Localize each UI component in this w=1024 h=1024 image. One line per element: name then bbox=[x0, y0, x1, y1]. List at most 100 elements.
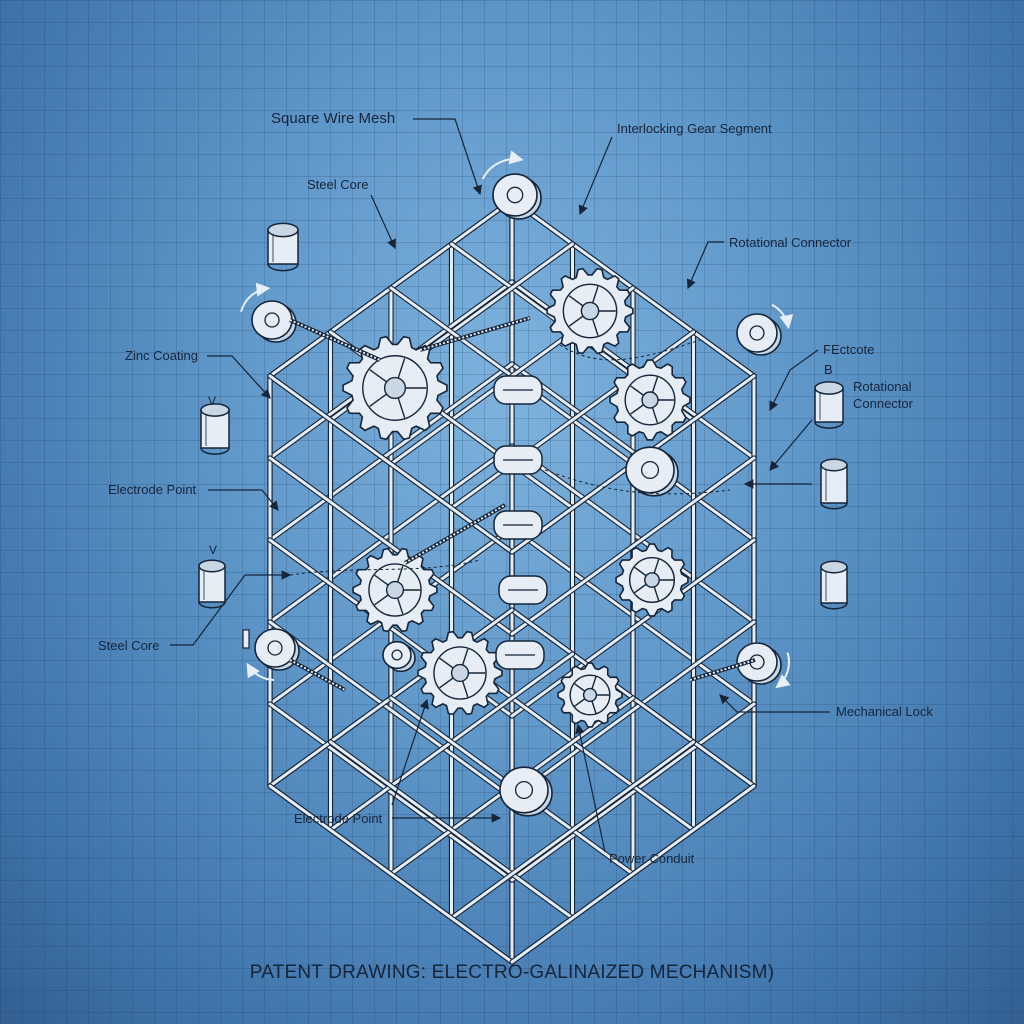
label-interlocking-gear-segment: Interlocking Gear Segment bbox=[617, 121, 772, 136]
label-electrode-point-bottom: Electrode Point bbox=[294, 811, 383, 826]
hub-right-upper-face bbox=[736, 313, 778, 353]
label-steel-core-bottom: Steel Core bbox=[98, 638, 160, 653]
gear-lower-left-hub bbox=[385, 580, 405, 600]
gear-lower-left-rim bbox=[368, 563, 422, 617]
cylinder-right-lower-top bbox=[820, 560, 848, 574]
cylinder-top-left-base bbox=[267, 263, 299, 272]
label-zinc-coating: Zinc Coating bbox=[125, 348, 198, 363]
back-horizontal-rod-fill bbox=[268, 362, 514, 542]
hub-bottom bbox=[499, 766, 553, 817]
gear-right-upper-rim bbox=[624, 374, 676, 426]
front-horizontal-rod-fill bbox=[510, 620, 756, 800]
leader-lines bbox=[170, 118, 830, 853]
leader-steel-core-top bbox=[370, 194, 396, 250]
rotation-arrow-left-upper bbox=[240, 282, 271, 313]
cylinder-left-middle-top bbox=[200, 403, 230, 417]
cylinder-right-upper-base bbox=[814, 421, 844, 429]
hub-right-upper bbox=[736, 313, 782, 356]
front-horizontal-rod-fill bbox=[268, 456, 514, 636]
hub-right-lower bbox=[736, 642, 782, 685]
gear-bottom-center bbox=[557, 662, 623, 728]
cylinder-right-middle-top bbox=[820, 458, 848, 472]
gear-right-upper bbox=[609, 359, 691, 441]
gear-upper-center bbox=[546, 267, 634, 355]
front-horizontal-rod-fill bbox=[268, 702, 514, 882]
leader-rotational-connector-top bbox=[686, 241, 724, 290]
dashed-wire bbox=[289, 559, 481, 576]
cylinder-right-middle bbox=[820, 458, 848, 510]
bottom-grid-rod-fill bbox=[329, 740, 574, 920]
rotation-arrow-right-upper bbox=[771, 303, 794, 330]
label-mechanical-lock: Mechanical Lock bbox=[836, 704, 933, 719]
gear-right-lower bbox=[615, 543, 689, 617]
small-pin-left bbox=[242, 629, 250, 649]
cylinder-top-left bbox=[267, 222, 299, 272]
cylinder-left-lower bbox=[198, 559, 226, 609]
label-fectcote: FEctcote bbox=[823, 342, 875, 357]
gear-right-lower-hub bbox=[644, 572, 660, 588]
cylinder-right-upper-top bbox=[814, 381, 844, 395]
label-steel-core-top: Steel Core bbox=[307, 177, 369, 192]
hub-right-mid-center bbox=[640, 460, 660, 480]
label-rotational-connector-top: Rotational Connector bbox=[729, 235, 852, 250]
gear-bottom-center-hub bbox=[582, 687, 598, 703]
leader-power-conduit bbox=[575, 723, 606, 853]
inner-mechanism bbox=[289, 316, 756, 692]
mark-v-bottom: V bbox=[209, 543, 218, 557]
leader-square-wire-mesh bbox=[413, 118, 482, 196]
label-letter-b: B bbox=[824, 362, 833, 377]
bottom-grid-rod-fill bbox=[510, 784, 756, 964]
connector-hubs bbox=[240, 150, 794, 817]
hub-left-upper-face bbox=[251, 300, 293, 340]
bottom-grid-rod-fill bbox=[268, 784, 514, 964]
gear-group bbox=[342, 267, 691, 728]
hub-bottom-small-face bbox=[382, 640, 412, 670]
gear-bottom-left-hub bbox=[450, 663, 470, 683]
leader-steel-core-bottom bbox=[170, 570, 292, 646]
cylinder-right-lower bbox=[820, 560, 848, 610]
axle-left-lower-thread bbox=[289, 659, 346, 691]
axle-left-upper-thread bbox=[289, 319, 381, 361]
gear-upper-center-hub bbox=[580, 301, 600, 321]
gear-right-upper-hub bbox=[641, 391, 659, 409]
hub-right-upper-center bbox=[749, 325, 765, 341]
hub-bottom-small-center bbox=[391, 649, 403, 661]
cylinder-right-lower-base bbox=[820, 602, 848, 610]
gear-bottom-left bbox=[417, 630, 503, 716]
floating-cylinders bbox=[198, 222, 848, 649]
cylinder-top-left-top bbox=[267, 222, 299, 238]
gear-upper-left bbox=[342, 335, 448, 441]
dashed-wire bbox=[544, 469, 731, 495]
gear-upper-left-hub bbox=[383, 376, 407, 400]
hub-bottom-small bbox=[382, 640, 416, 673]
rotation-arrow-left-lower bbox=[246, 662, 275, 681]
mark-v-top: V bbox=[208, 394, 217, 408]
hub-left-lower bbox=[254, 628, 300, 671]
leader-interlocking-gear-segment bbox=[578, 136, 613, 216]
cylinder-left-lower-top bbox=[198, 559, 226, 573]
label-rotational-connector-right: Rotational Connector bbox=[853, 379, 913, 411]
cylinder-left-middle bbox=[200, 403, 230, 455]
gear-bottom-left-rim bbox=[433, 646, 487, 700]
gear-upper-left-rim bbox=[362, 355, 428, 421]
gear-bottom-center-rim bbox=[569, 674, 611, 716]
leader-electrode-point-bottom-up bbox=[391, 698, 429, 806]
hub-left-upper-center bbox=[264, 312, 280, 328]
axle-right-lower-thread bbox=[689, 659, 756, 681]
threaded-shaft-upper-thread bbox=[419, 317, 531, 351]
rotation-arrow-top bbox=[481, 150, 524, 180]
cylinder-right-upper bbox=[814, 381, 844, 429]
threaded-shaft-lower-thread bbox=[404, 504, 506, 564]
label-electrode-point-left: Electrode Point bbox=[108, 482, 197, 497]
hub-top-center bbox=[506, 186, 524, 204]
leader-zinc-coating bbox=[207, 355, 271, 399]
hub-left-lower-face bbox=[254, 628, 296, 668]
back-horizontal-rod-fill bbox=[510, 362, 756, 542]
front-horizontal-rod-fill bbox=[268, 620, 514, 800]
rotation-arrow-right-lower bbox=[775, 652, 791, 689]
hub-right-mid bbox=[625, 446, 679, 497]
cylinder-left-middle-base bbox=[200, 447, 230, 455]
front-horizontal-rod-fill bbox=[510, 702, 756, 882]
gear-lower-left bbox=[352, 547, 438, 633]
